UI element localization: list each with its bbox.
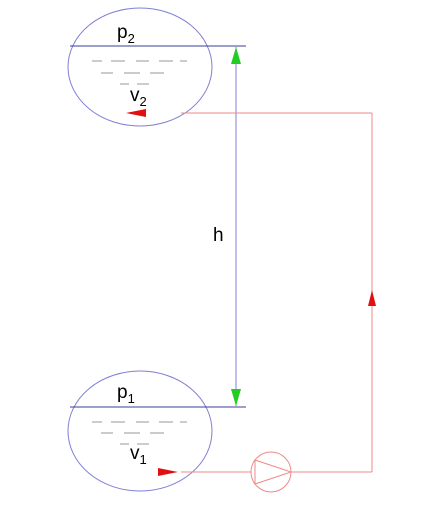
upper-pressure-label: p2 (117, 22, 135, 46)
upper-tank-outline (67, 7, 213, 127)
height-arrow-top (231, 47, 241, 64)
lower-tank: p1 v1 (67, 370, 246, 492)
upper-liquid-dashes (92, 60, 187, 85)
lower-liquid-dashes (92, 421, 187, 445)
pipe-circuit (181, 112, 373, 473)
flow-arrow-riser (368, 290, 376, 306)
pump-direction-triangle (254, 459, 293, 485)
upper-velocity-label: v2 (130, 85, 147, 109)
height-dimension: h (213, 47, 241, 406)
lower-velocity-label: v1 (130, 443, 147, 467)
lower-tank-outline (67, 370, 213, 492)
upper-tank: p2 v2 (67, 7, 246, 127)
height-label: h (213, 225, 224, 246)
pump-icon (250, 451, 293, 493)
height-arrow-bottom (231, 389, 241, 406)
flow-arrow-lower (158, 468, 178, 476)
flow-arrow-upper (126, 109, 146, 117)
pump-casing (250, 451, 292, 493)
lower-pressure-label: p1 (117, 382, 135, 406)
